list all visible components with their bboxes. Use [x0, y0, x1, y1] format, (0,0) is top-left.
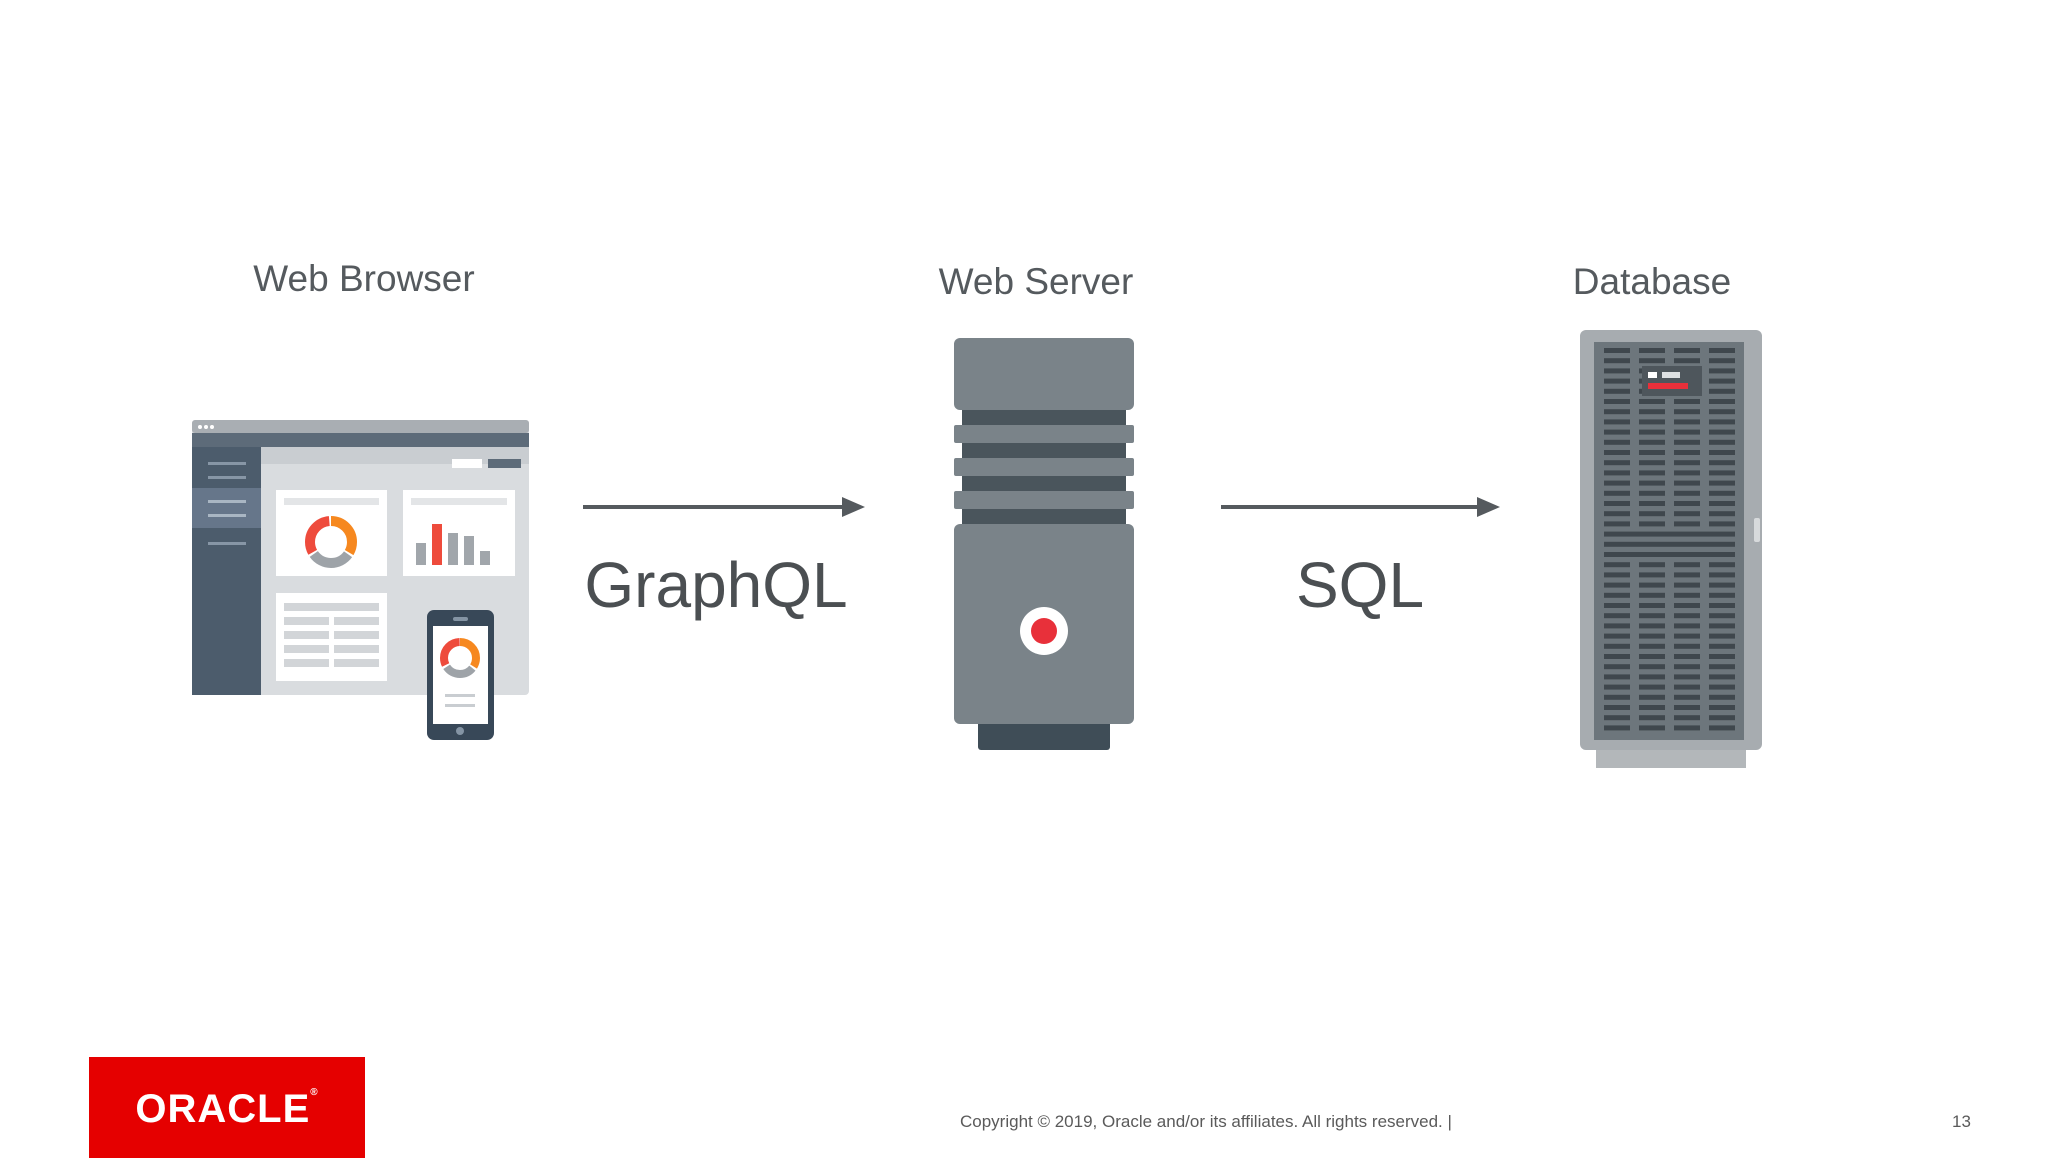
database-label: Database	[1572, 261, 1732, 302]
database-illustration	[1580, 330, 1762, 768]
page-number: 13	[1952, 1112, 1971, 1131]
oracle-logo: ORACLE®	[89, 1057, 365, 1158]
web-browser-label: Web Browser	[253, 258, 475, 299]
web-server-label: Web Server	[938, 261, 1134, 302]
web-browser-illustration	[192, 420, 529, 740]
registered-mark: ®	[310, 1087, 319, 1098]
arrow-server-to-database	[1221, 497, 1500, 517]
graphql-label: GraphQL	[584, 549, 848, 621]
sql-label: SQL	[1295, 549, 1425, 621]
copyright-text: Copyright © 2019, Oracle and/or its affi…	[960, 1112, 1452, 1131]
oracle-logo-text: ORACLE®	[89, 1087, 365, 1132]
web-server-illustration	[954, 338, 1134, 750]
oracle-logo-wordmark: ORACLE	[135, 1087, 311, 1131]
arrow-browser-to-server	[583, 497, 865, 517]
